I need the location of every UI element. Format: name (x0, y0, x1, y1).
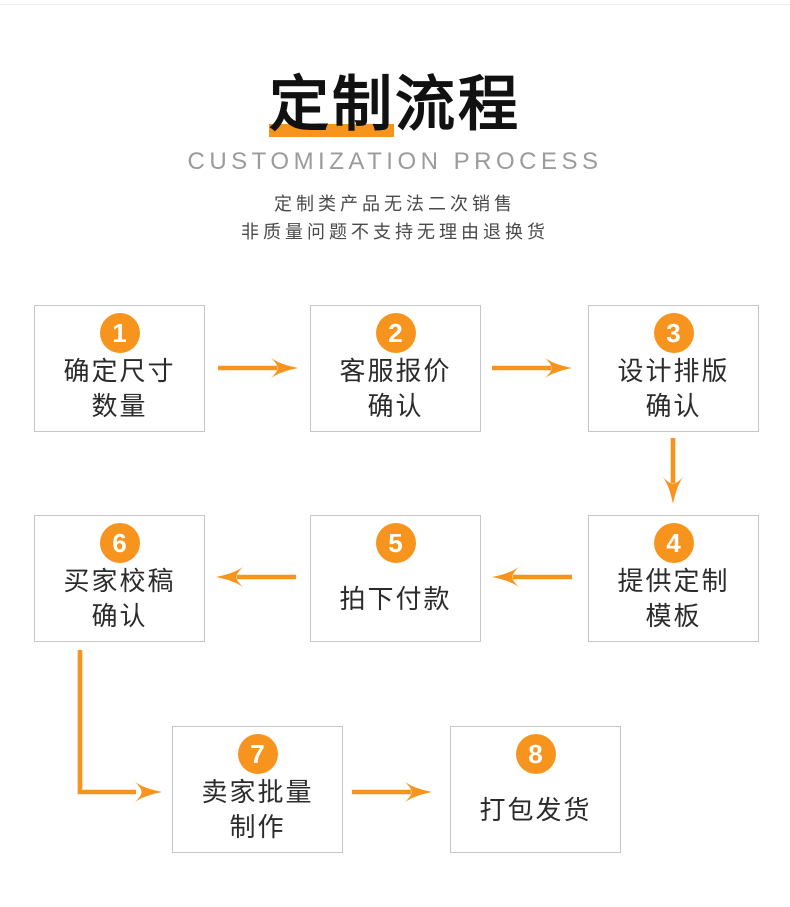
step-box-5: 5 拍下付款 (310, 515, 481, 642)
step-number-badge: 1 (99, 313, 140, 353)
step-label-line: 模板 (645, 601, 702, 631)
page-title: 定制流程 (269, 70, 521, 140)
step-number-badge: 4 (653, 523, 694, 563)
step-number-badge: 3 (653, 313, 694, 353)
step-label-line: 提供定制 (617, 566, 730, 596)
step-number-badge: 7 (237, 734, 278, 774)
note-line-2: 非质量问题不支持无理由退换货 (241, 221, 549, 242)
step-label-line: 确认 (91, 601, 148, 631)
step-label-line: 确认 (645, 391, 702, 421)
step-label-line: 卖家批量 (201, 777, 314, 807)
step-label-line: 确定尺寸 (63, 356, 176, 386)
step-number-badge: 8 (515, 734, 556, 774)
page-subtitle: CUSTOMIZATION PROCESS (187, 147, 603, 175)
step-box-8: 8 打包发货 (450, 726, 621, 853)
step-label-line: 打包发货 (479, 794, 592, 825)
step-number-badge: 6 (99, 523, 140, 563)
page-title-text: 定制流程 (269, 71, 521, 138)
arrow-down-icon (661, 436, 685, 506)
arrow-right-icon (490, 356, 574, 380)
step-label-line: 确认 (367, 391, 424, 421)
step-box-2: 2 客服报价 确认 (310, 305, 481, 432)
step-label-line: 数量 (91, 391, 148, 421)
step-box-1: 1 确定尺寸 数量 (34, 305, 205, 432)
step-label-group: 拍下付款 (311, 563, 480, 641)
step-label-group: 提供定制 模板 (589, 563, 758, 641)
arrow-left-icon (214, 565, 298, 589)
step-box-6: 6 买家校稿 确认 (34, 515, 205, 642)
step-box-4: 4 提供定制 模板 (588, 515, 759, 642)
arrow-right-icon (216, 356, 300, 380)
title-underline-highlight (269, 123, 394, 137)
step-number-badge: 5 (375, 523, 416, 563)
step-label-group: 打包发货 (451, 774, 620, 852)
section-divider (0, 4, 790, 5)
elbow-arrow-down-right-icon (74, 646, 166, 804)
step-label-group: 卖家批量 制作 (173, 774, 342, 852)
arrow-right-icon (350, 780, 434, 804)
step-label-group: 确定尺寸 数量 (35, 353, 204, 431)
step-number-badge: 2 (375, 313, 416, 353)
step-box-3: 3 设计排版 确认 (588, 305, 759, 432)
step-label-line: 拍下付款 (339, 583, 452, 614)
step-label-line: 设计排版 (617, 356, 730, 386)
header: 定制流程 CUSTOMIZATION PROCESS 定制类产品无法二次销售 非… (0, 0, 790, 246)
step-label-group: 设计排版 确认 (589, 353, 758, 431)
step-label-line: 制作 (229, 812, 286, 842)
step-box-7: 7 卖家批量 制作 (172, 726, 343, 853)
note-line-1: 定制类产品无法二次销售 (274, 193, 516, 214)
step-label-line: 买家校稿 (63, 566, 176, 596)
step-label-group: 买家校稿 确认 (35, 563, 204, 641)
step-label-line: 客服报价 (339, 356, 452, 386)
arrow-left-icon (490, 565, 574, 589)
step-label-group: 客服报价 确认 (311, 353, 480, 431)
